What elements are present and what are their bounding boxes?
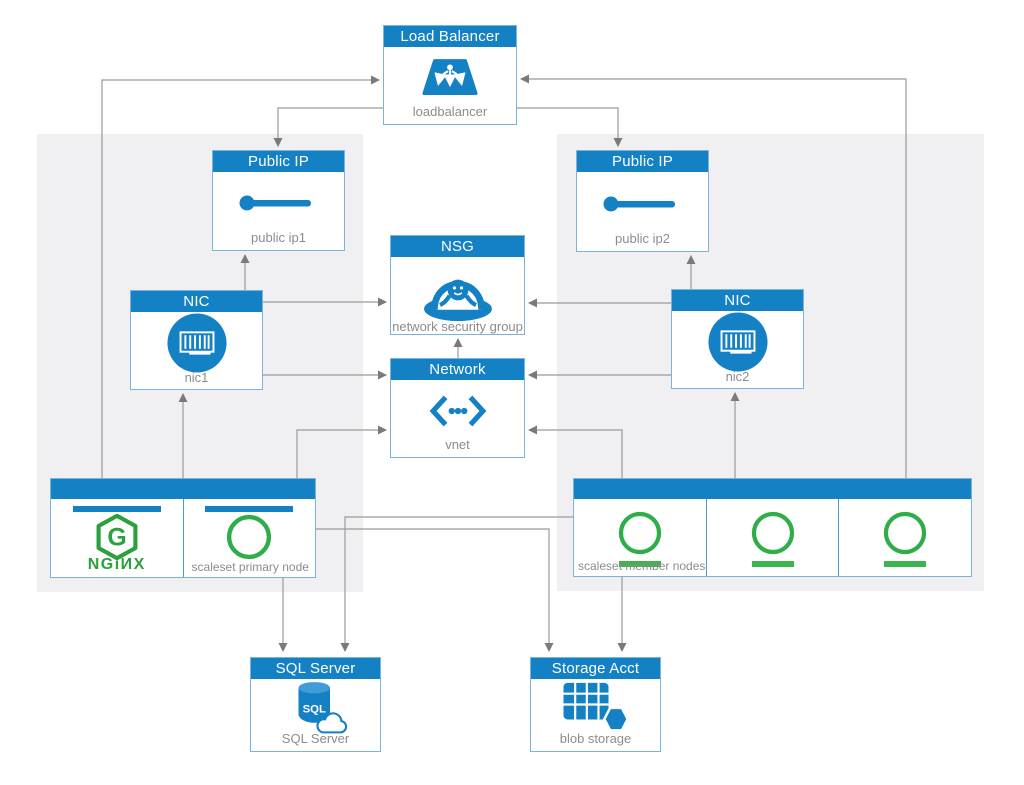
- blue-bar: [72, 506, 161, 512]
- scaleset-primary-label: scaleset primary node: [191, 560, 309, 574]
- nginx-wordmark: NGiИX: [87, 556, 146, 573]
- node-public-ip2-title: Public IP: [577, 151, 708, 172]
- node-nic1-title: NIC: [131, 291, 262, 312]
- green-circle-node-icon: [751, 511, 794, 555]
- green-circle-node-icon: [884, 511, 927, 555]
- node-nic2-title: NIC: [672, 290, 803, 311]
- load-balancer-icon: [422, 58, 478, 95]
- nginx-hexagon-logo-icon: G: [96, 514, 138, 560]
- green-circle-node-icon: [227, 514, 272, 560]
- public-ip-icon: [603, 196, 675, 211]
- green-bar: [884, 561, 927, 567]
- scaleset-member-cell-1: scaleset member nodes: [574, 499, 706, 576]
- node-nic2-label: nic2: [725, 369, 750, 384]
- node-load-balancer: Load Balancer loadbalancer: [383, 25, 517, 125]
- edge-primary-to-lb: [101, 75, 380, 478]
- storage-table-hexagon-icon: [563, 682, 629, 732]
- edge-members-to-lb: [520, 74, 907, 478]
- sql-icon-text: SQL: [302, 703, 325, 715]
- node-public-ip2: Public IP public ip2: [576, 150, 709, 252]
- edge-primary-to-storage: [316, 528, 554, 652]
- nginx-cell: G NGiИX: [51, 499, 183, 577]
- node-scaleset-members-group: scaleset member nodes: [573, 478, 972, 577]
- vnet-brackets-dots-icon: [429, 395, 486, 426]
- blue-bar: [205, 506, 294, 512]
- edge-members-to-network: [528, 425, 623, 478]
- security-guard-icon: [423, 279, 492, 322]
- scaleset-members-label: scaleset member nodes: [578, 559, 706, 573]
- node-storage-acct: Storage Acct blob storage: [530, 657, 661, 752]
- node-sql-server-title: SQL Server: [251, 658, 380, 679]
- node-storage-acct-label: blob storage: [559, 731, 632, 746]
- node-network-title: Network: [391, 359, 524, 380]
- green-circle-node-icon: [618, 511, 661, 555]
- node-nsg-label: network security group: [392, 319, 523, 334]
- network-card-icon: [166, 313, 227, 373]
- node-scaleset-primary-group: G NGiИX scaleset primary node: [50, 478, 316, 578]
- green-bar: [618, 561, 661, 567]
- edge-lb-to-publicip2: [517, 107, 623, 147]
- scaleset-primary-header-bar: [51, 479, 315, 499]
- scaleset-members-header-bar: [574, 479, 971, 499]
- edge-members-to-sql: [340, 516, 573, 652]
- node-nic2: NIC nic2: [671, 289, 804, 389]
- scaleset-member-cell-2: [705, 499, 839, 576]
- node-network: Network vnet: [390, 358, 525, 458]
- node-nic1: NIC nic1: [130, 290, 263, 390]
- public-ip-icon: [239, 195, 311, 211]
- node-nsg-title: NSG: [391, 236, 524, 257]
- node-nic1-label: nic1: [184, 370, 209, 385]
- scaleset-primary-node-cell: scaleset primary node: [182, 499, 316, 577]
- node-nsg: NSG network security group: [390, 235, 525, 335]
- sql-database-cloud-icon: SQL: [298, 682, 347, 734]
- edge-lb-to-publicip1: [273, 107, 383, 147]
- node-sql-server-label: SQL Server: [281, 731, 350, 746]
- scaleset-member-cell-3: [838, 499, 971, 576]
- node-public-ip1-label: public ip1: [251, 230, 306, 245]
- node-sql-server: SQL Server SQL SQL Server: [250, 657, 381, 752]
- network-card-icon: [707, 312, 768, 372]
- node-storage-acct-title: Storage Acct: [531, 658, 660, 679]
- svg-text:G: G: [107, 524, 126, 551]
- node-network-label: vnet: [445, 437, 470, 452]
- node-load-balancer-label: loadbalancer: [412, 104, 488, 119]
- node-public-ip2-label: public ip2: [615, 231, 670, 246]
- node-load-balancer-title: Load Balancer: [384, 26, 516, 47]
- edge-primary-to-network: [296, 425, 387, 478]
- node-public-ip1: Public IP public ip1: [212, 150, 345, 251]
- green-bar: [751, 561, 794, 567]
- node-public-ip1-title: Public IP: [213, 151, 344, 172]
